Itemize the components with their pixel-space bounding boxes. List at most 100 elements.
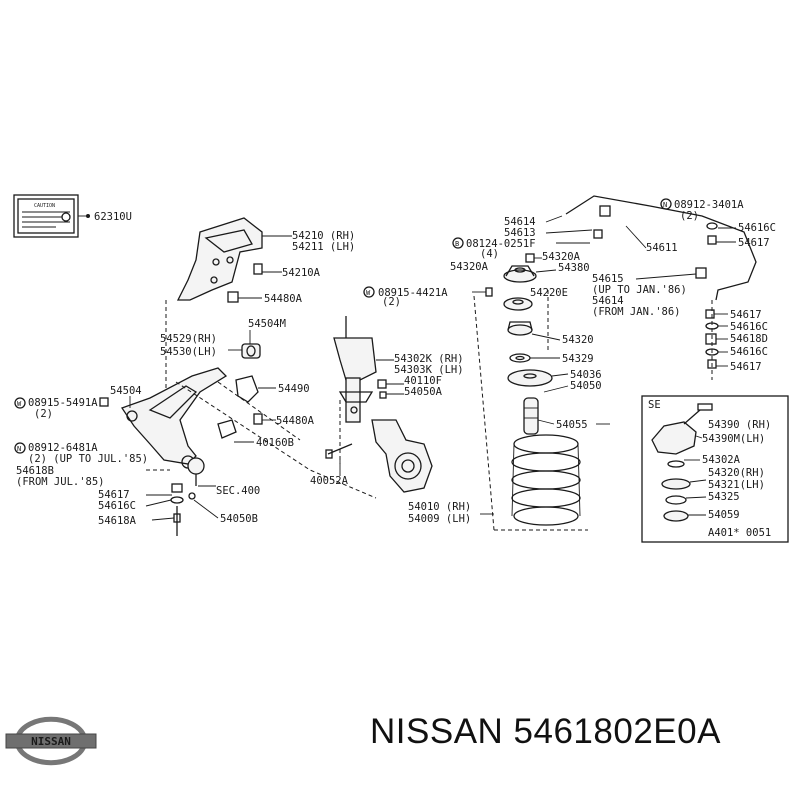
label-54055: 54055 — [556, 419, 588, 431]
label-54009: 54009 (LH) — [408, 513, 471, 525]
label-54059: 54059 — [708, 509, 740, 521]
label-40160B: 40160B — [256, 437, 294, 449]
bolt-marker-08912-3401A: N — [660, 198, 672, 210]
svg-text:N: N — [17, 445, 21, 453]
label-54050: 54050 — [570, 380, 602, 392]
bolt-marker-08915-4421A: W — [363, 286, 375, 298]
label-54380: 54380 — [558, 262, 590, 274]
label-54616C-r1: 54616C — [738, 222, 776, 234]
label-54050A: 54050A — [404, 386, 443, 398]
label-54616C-r2: 54616C — [730, 321, 768, 333]
label-62310U: 62310U — [94, 211, 132, 223]
label-54320RH: 54320(RH) — [708, 467, 765, 479]
label-qty-2-b: (2) — [382, 296, 401, 308]
bracket-54490 — [235, 375, 259, 403]
caution-label-part: CAUTION — [13, 194, 90, 238]
label-54390: 54390 (RH) — [708, 419, 771, 431]
label-up-to-jul85: (2) (UP TO JUL.'85) — [28, 453, 148, 465]
link-stack-right-top — [706, 222, 718, 245]
label-54390M: 54390M(LH) — [702, 433, 765, 445]
label-54210: 54210 (RH) — [292, 230, 355, 242]
label-40110F: 40110F — [404, 375, 442, 387]
label-08912-3401A: 08912-3401A — [674, 199, 744, 211]
label-40052A: 40052A — [310, 475, 349, 487]
label-54611: 54611 — [646, 242, 678, 254]
strut-mount-54380 — [503, 265, 537, 283]
nut-40160B — [217, 419, 237, 439]
mounting-bracket-part — [176, 217, 263, 301]
se-variant-inset: SE — [641, 395, 789, 543]
label-54617-left: 54617 — [98, 489, 130, 501]
label-08915-5491A: 08915-5491A — [28, 397, 98, 409]
insulator-54220E — [503, 297, 533, 311]
coil-spring-part — [511, 434, 581, 526]
label-se: SE — [648, 399, 661, 411]
bolt-marker-08915-5491A: W — [14, 397, 26, 409]
label-54211: 54211 (LH) — [292, 241, 355, 253]
label-54320: 54320 — [562, 334, 594, 346]
label-sec400: SEC.400 — [216, 485, 260, 497]
strut-assembly-part — [333, 316, 377, 423]
label-54220E: 54220E — [530, 287, 568, 299]
link-stack-left — [170, 483, 184, 536]
part-number-title: NISSAN 5461802E0A — [370, 712, 721, 751]
washer-54329 — [509, 353, 531, 363]
label-54010: 54010 (RH) — [408, 501, 471, 513]
label-up-to-jan86: (UP TO JAN.'86) — [592, 284, 687, 296]
label-54480A-mid: 54480A — [276, 415, 315, 427]
label-54618A: 54618A — [98, 515, 137, 527]
label-08915-4421A: 08915-4421A — [378, 287, 448, 299]
label-54036: 54036 — [570, 369, 602, 381]
bolt-54480A-top — [227, 291, 239, 303]
label-54529: 54529(RH) — [160, 333, 217, 345]
bolt-marker-08124: B — [452, 237, 464, 249]
bushing-54504M — [241, 343, 261, 359]
label-54320A-a: 54320A — [450, 261, 489, 273]
stabilizer-bar-part — [565, 195, 757, 301]
label-54614-top: 54614 — [504, 216, 536, 228]
label-qty-2-c: (2) — [680, 210, 699, 222]
label-54616C-r3: 54616C — [730, 346, 768, 358]
label-54616C-left: 54616C — [98, 500, 136, 512]
label-54617-r2: 54617 — [730, 309, 762, 321]
logo-lettering: NISSAN — [31, 735, 71, 748]
label-54050B: 54050B — [220, 513, 258, 525]
label-diagram-code: A401* 0051 — [708, 527, 771, 539]
bump-stop-54055 — [523, 397, 539, 435]
label-54504: 54504 — [110, 385, 142, 397]
label-54490: 54490 — [278, 383, 310, 395]
label-54210A: 54210A — [282, 267, 321, 279]
svg-text:W: W — [17, 400, 22, 408]
bolt-marker-08912-6481A: N — [14, 442, 26, 454]
ball-joint-part — [187, 457, 205, 500]
label-54329: 54329 — [562, 353, 594, 365]
label-54617-r3: 54617 — [730, 361, 762, 373]
label-54320A-b: 54320A — [542, 251, 581, 263]
svg-text:B: B — [455, 240, 459, 248]
label-08912-6481A: 08912-6481A — [28, 442, 98, 454]
label-54617-r1: 54617 — [738, 237, 770, 249]
label-08124-0251F: 08124-0251F — [466, 238, 536, 250]
label-54303K: 54303K (LH) — [394, 364, 464, 376]
label-54480A-top: 54480A — [264, 293, 303, 305]
svg-text:W: W — [366, 289, 371, 297]
spring-seat-54036 — [507, 369, 553, 387]
bolt-54210A — [253, 263, 263, 275]
label-qty-4: (4) — [480, 248, 499, 260]
label-qty-2-a: (2) — [34, 408, 53, 420]
bearing-54320 — [507, 321, 533, 336]
label-54614-mid: 54614 — [592, 295, 624, 307]
steering-knuckle-part — [371, 419, 433, 493]
bolt-40052A — [325, 443, 353, 459]
label-from-jan86: (FROM JAN.'86) — [592, 306, 681, 318]
label-54302A: 54302A — [702, 454, 741, 466]
label-54321LH: 54321(LH) — [708, 479, 765, 491]
label-54613: 54613 — [504, 227, 536, 239]
label-54618B: 54618B — [16, 465, 54, 477]
label-54618D: 54618D — [730, 333, 768, 345]
caution-text: CAUTION — [34, 203, 55, 209]
label-54530: 54530(LH) — [160, 346, 217, 358]
label-54615: 54615 — [592, 273, 624, 285]
label-54325: 54325 — [708, 491, 740, 503]
